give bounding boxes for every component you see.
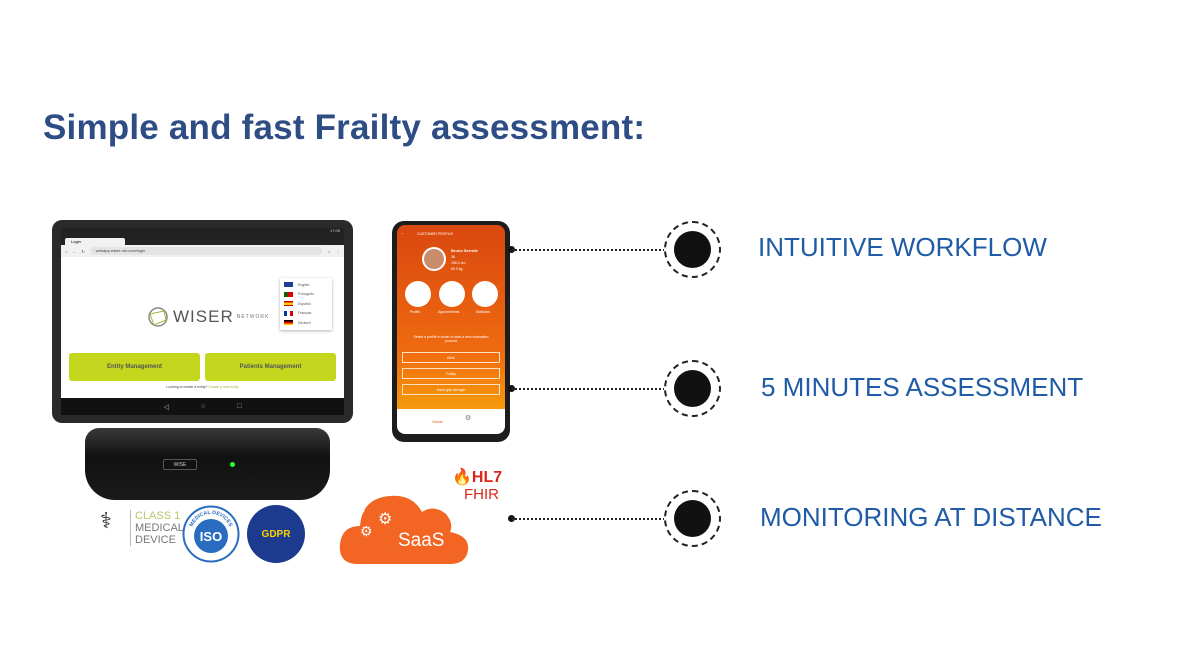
saas-cloud-icon: ⚙ ⚙ ⚙ <box>339 495 469 564</box>
home-nav-icon: ○ <box>200 403 206 410</box>
entity-management-button[interactable]: Entity Management <box>69 353 200 381</box>
connector-line <box>512 249 665 251</box>
connector-dot <box>508 515 515 522</box>
feature-monitoring-at-distance: MONITORING AT DISTANCE <box>760 502 1102 532</box>
bullet-circle-icon <box>664 490 721 547</box>
connector-dot <box>508 246 515 253</box>
bullet-circle-icon <box>664 360 721 417</box>
bullet-circle-icon <box>664 221 721 278</box>
feature-intuitive-workflow: INTUITIVE WORKFLOW <box>758 232 1047 262</box>
android-nav: ◁ ○ □ <box>61 398 344 415</box>
led-icon <box>230 462 235 467</box>
iso-badge: MEDICAL DEVICES ISO <box>182 505 240 563</box>
page-title: Simple and fast Frailty assessment: <box>43 108 646 147</box>
statistics-button[interactable] <box>472 281 498 307</box>
create-entity-link[interactable]: Create a new entity <box>208 385 239 389</box>
svg-text:⚙: ⚙ <box>378 511 392 528</box>
back-icon: ← <box>72 248 77 254</box>
connector-line <box>512 518 665 520</box>
frailty-button[interactable]: Frailty <box>402 368 500 379</box>
measurement-device-image: WISE <box>85 428 330 500</box>
connector-line <box>512 388 665 390</box>
class1-medical-device-badge: CLASS 1 MEDICAL DEVICE <box>130 510 184 546</box>
connector-dot <box>508 385 515 392</box>
reload-icon: ↻ <box>81 248 85 254</box>
clients-tab[interactable]: Clients <box>432 420 443 424</box>
status-bar: 17:06 <box>61 228 344 237</box>
phone-image: ← CUSTOMER PROFILE Bruno Serrote 36 156.… <box>392 221 510 442</box>
language-menu: English Português Español Français Deuts… <box>280 278 332 330</box>
caduceus-icon: ⚕ <box>100 508 112 533</box>
isak-button[interactable]: ISAK <box>402 352 500 363</box>
feature-5-minutes-assessment: 5 MINUTES ASSESSMENT <box>761 372 1084 402</box>
home-icon: ⌂ <box>65 248 68 254</box>
star-icon: ☆ <box>327 248 331 254</box>
avatar <box>422 247 446 271</box>
appointments-button[interactable] <box>439 281 465 307</box>
hl7-logo: 🔥HL7 <box>452 469 503 486</box>
globe-icon <box>148 307 168 327</box>
back-arrow-icon: ← <box>401 231 405 235</box>
gdpr-badge: GDPR <box>247 505 305 563</box>
iso-text: ISO <box>200 529 222 544</box>
browser-tab: Login <box>65 238 125 245</box>
menu-icon: ⋮ <box>336 248 340 254</box>
settings-icon[interactable]: ⚙ <box>465 415 472 422</box>
back-nav-icon: ◁ <box>163 403 169 411</box>
patients-management-button[interactable]: Patients Management <box>205 353 336 381</box>
url-bar: webapp.wiser-net.com/login <box>89 247 323 255</box>
svg-text:⚙: ⚙ <box>350 500 366 520</box>
tablet-image: 17:06 Login ⌂ ← ↻ webapp.wiser-net.com/logi… <box>52 220 353 423</box>
recent-nav-icon: □ <box>237 403 242 410</box>
hand-grip-button[interactable]: Hand grip strength <box>402 384 500 395</box>
svg-text:⚙: ⚙ <box>360 523 373 539</box>
profile-button[interactable] <box>405 281 431 307</box>
